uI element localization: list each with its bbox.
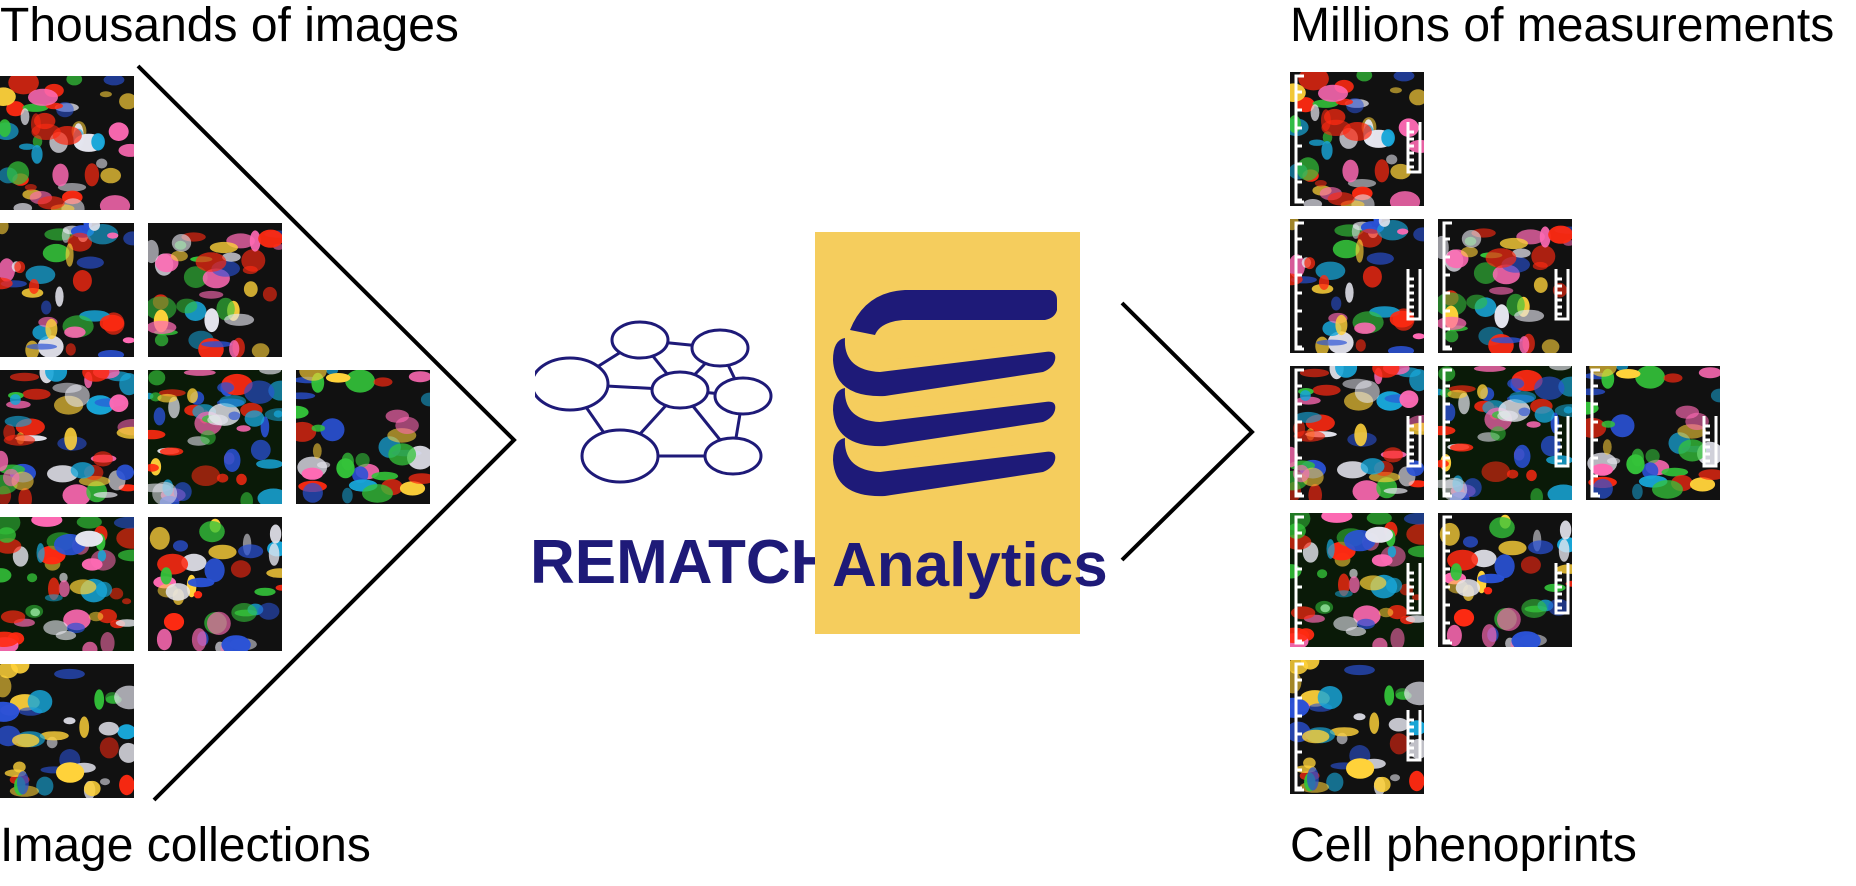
cell-image-thumbnail [148,517,282,651]
network-node [713,376,773,416]
cell-image-thumbnail [148,370,282,504]
left-bottom-caption: Image collections [0,819,371,872]
left-funnel-chevron [136,64,517,802]
ruler-icon [1590,368,1718,498]
cell-image-thumbnail [0,664,134,798]
ruler-icon [1294,662,1422,792]
ruler-icon [1442,221,1570,351]
network-node [580,428,660,484]
ruler-icon [1294,221,1422,351]
network-node [535,356,610,412]
cell-image-thumbnail [1438,219,1572,353]
cell-image-thumbnail [1438,513,1572,647]
network-node [703,436,763,476]
cell-image-thumbnail [1586,366,1720,500]
right-top-caption: Millions of measurements [1290,0,1835,52]
network-node [690,328,750,368]
ruler-icon [1294,515,1422,645]
cell-image-thumbnail [1438,366,1572,500]
analytics-label: Analytics [832,531,1108,600]
ruler-icon [1294,74,1422,204]
right-funnel-chevron [1120,301,1255,562]
network-graph-icon [535,320,773,484]
cell-image-thumbnail [0,223,134,357]
network-node [610,320,670,360]
cell-image-thumbnail [1290,513,1424,647]
cell-image-thumbnail [0,517,134,651]
cell-image-thumbnail [148,223,282,357]
cell-image-thumbnail [296,370,430,504]
cell-image-thumbnail [1290,72,1424,206]
cell-image-thumbnail [1290,660,1424,794]
ruler-icon [1442,368,1570,498]
cell-image-thumbnail [0,76,134,210]
network-node [650,370,710,410]
cell-image-thumbnail [1290,219,1424,353]
rematch-label: REMATCH [530,528,836,597]
left-top-caption: Thousands of images [0,0,459,52]
right-bottom-caption: Cell phenoprints [1290,819,1637,872]
ruler-icon [1294,368,1422,498]
ruler-icon [1442,515,1570,645]
cell-image-thumbnail [1290,366,1424,500]
cell-image-thumbnail [0,370,134,504]
stacked-books-icon [833,290,1057,497]
